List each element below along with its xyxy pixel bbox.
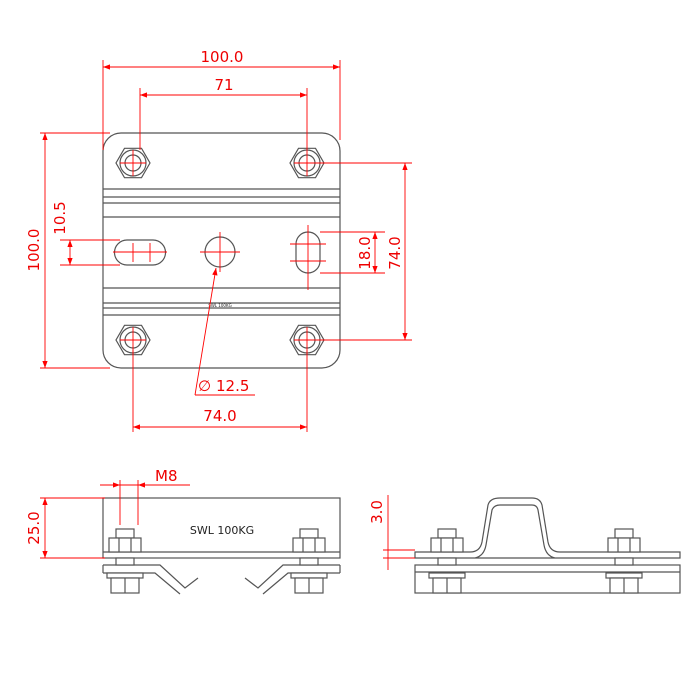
bolt-thread bbox=[614, 528, 634, 539]
end-bolts bbox=[428, 528, 643, 594]
bolt-thread bbox=[299, 528, 319, 539]
hex-nut bbox=[289, 147, 325, 179]
left-slot bbox=[113, 239, 167, 266]
nut bbox=[430, 537, 464, 553]
bolt-thread bbox=[437, 557, 457, 566]
hex-nut bbox=[115, 324, 151, 356]
center-mark bbox=[294, 150, 320, 176]
washer bbox=[428, 572, 466, 579]
center-mark bbox=[294, 327, 320, 353]
washer bbox=[290, 572, 328, 579]
bolt-thread bbox=[115, 557, 135, 566]
omega-bracket bbox=[414, 497, 681, 559]
washer bbox=[605, 572, 643, 579]
washer bbox=[106, 572, 144, 579]
hex-nut bbox=[289, 324, 325, 356]
swl-label: SWL 100KG bbox=[190, 524, 254, 537]
dim-overall-height: 100.0 bbox=[25, 229, 43, 272]
bolt-thread bbox=[437, 528, 457, 539]
nut bbox=[108, 537, 142, 553]
bolt-thread bbox=[115, 528, 135, 539]
dim-slot-length: 18.0 bbox=[356, 236, 374, 269]
dim-center-hole: 12.5 bbox=[216, 377, 249, 395]
dim-bottom-spacing: 74.0 bbox=[203, 407, 236, 425]
end-view: 3.0 bbox=[368, 495, 681, 594]
nut bbox=[292, 537, 326, 553]
side-view: SWL 100KG M8 25.0 bbox=[25, 467, 341, 595]
bracket-body bbox=[102, 497, 341, 559]
base-plate-outline bbox=[102, 132, 341, 369]
center-mark bbox=[120, 327, 146, 353]
dim-hole-spacing-y: 74.0 bbox=[386, 236, 404, 269]
lower-plate bbox=[103, 564, 340, 595]
lower-rail bbox=[414, 564, 681, 594]
nut bbox=[607, 537, 641, 553]
rail-lines bbox=[103, 188, 340, 316]
center-marks bbox=[113, 225, 326, 290]
bolt-thread bbox=[614, 557, 634, 566]
dim-thread: M8 bbox=[155, 467, 178, 485]
dim-overall-width: 100.0 bbox=[201, 48, 244, 66]
bolt-thread bbox=[299, 557, 319, 566]
center-mark bbox=[120, 150, 146, 176]
dim-hole-spacing-x: 71 bbox=[214, 76, 233, 94]
hex-nut bbox=[115, 147, 151, 179]
dim-thickness: 3.0 bbox=[368, 500, 386, 524]
dim-slot-height: 10.5 bbox=[51, 201, 69, 234]
top-view: SWL 100KG bbox=[102, 132, 341, 369]
dim-height: 25.0 bbox=[25, 511, 43, 544]
diameter-symbol: ∅ bbox=[198, 377, 211, 395]
engraving-text: SWL 100KG bbox=[208, 303, 231, 308]
dimensions-top: 100.0 71 100.0 10.5 18.0 74.0 ∅ 12.5 74.… bbox=[25, 48, 412, 432]
side-bolts bbox=[106, 528, 328, 594]
